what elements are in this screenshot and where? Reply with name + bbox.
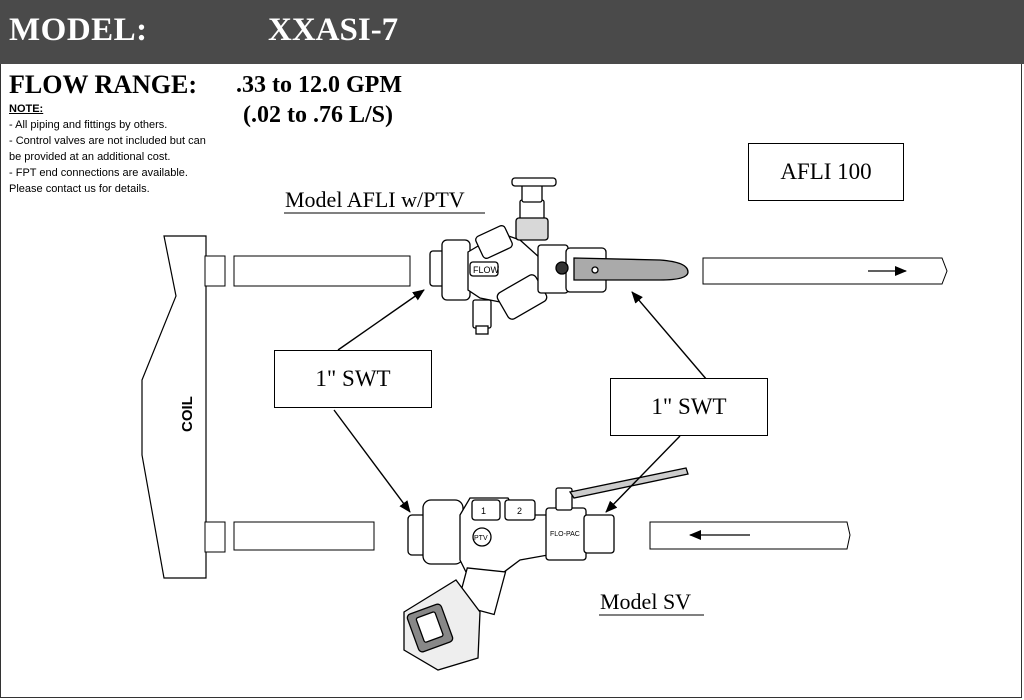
model-label: MODEL: [9,12,148,48]
valve-mark-2: 2 [517,506,522,516]
valve-mark-1: 1 [481,506,486,516]
sv-valve: 1 2 PTV FLO-PAC [403,467,689,671]
pipe-supply-out [702,257,948,285]
swt-right-label: 1" SWT [651,394,727,419]
coil-stub-top [204,255,226,287]
header-bar: MODEL: XXASI-7 [0,0,1024,64]
notes-title: NOTE: [9,103,44,115]
coil-label: COIL [179,396,196,432]
model-value: XXASI-7 [268,12,399,48]
afli-100-label: AFLI 100 [780,159,872,184]
leader-swt-left-top [337,289,425,351]
note-line: - Control valves are not included but ca… [9,135,206,147]
leader-swt-left-bottom [333,409,411,513]
pipe-supply-coil [233,255,411,287]
flow-range-ls: (.02 to .76 L/S) [243,102,393,128]
coil-stub-bottom [204,521,226,553]
leader-swt-right-top [631,291,708,381]
note-line: - All piping and fittings by others. [9,119,168,131]
flow-range-gpm: .33 to 12.0 GPM [236,72,402,98]
swt-left-label: 1" SWT [315,366,391,391]
pipe-return-coil [233,521,375,551]
ptv-mark: PTV [474,535,488,542]
afli-valve: FLOW [429,177,689,335]
leader-swt-right-bottom [605,435,681,513]
flow-range-label: FLOW RANGE: [9,70,198,99]
flopac-mark: FLO-PAC [550,531,580,538]
afli-100-box: AFLI 100 [748,143,904,201]
notes-block: NOTE: - All piping and fittings by other… [9,101,206,197]
swt-right-box: 1" SWT [610,378,768,436]
flow-marking: FLOW [473,265,500,275]
swt-left-box: 1" SWT [274,350,432,408]
model-sv-label: Model SV [600,589,692,614]
coil-shape [141,235,207,579]
note-line: be provided at an additional cost. [9,151,171,163]
model-afli-label: Model AFLI w/PTV [285,187,465,212]
note-line: - FPT end connections are available. [9,167,188,179]
note-line: Please contact us for details. [9,183,150,195]
